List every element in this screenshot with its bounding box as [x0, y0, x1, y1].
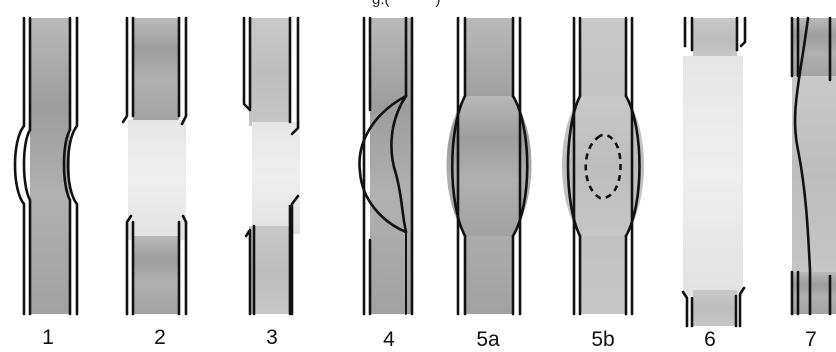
label-2: 2: [154, 326, 166, 349]
diagram-6-vessel: [683, 18, 745, 326]
label-4: 4: [383, 328, 395, 351]
label-7: 7: [805, 328, 817, 351]
diagram-7-vessel: [792, 18, 836, 314]
diagram-2-vessel: [123, 18, 186, 314]
diagram-5b-vessel: [562, 18, 644, 314]
diagram-5a-vessel: [447, 18, 532, 314]
label-5b: 5b: [591, 328, 614, 351]
label-6: 6: [704, 328, 716, 351]
label-5a: 5a: [476, 328, 500, 351]
diagram-4-vessel: [359, 18, 412, 314]
cropped-header-text: g.(): [372, 0, 441, 8]
diagram-1-vessel: [15, 18, 77, 314]
label-1: 1: [42, 326, 54, 349]
diagram-3-vessel: [244, 18, 300, 314]
label-3: 3: [266, 326, 278, 349]
